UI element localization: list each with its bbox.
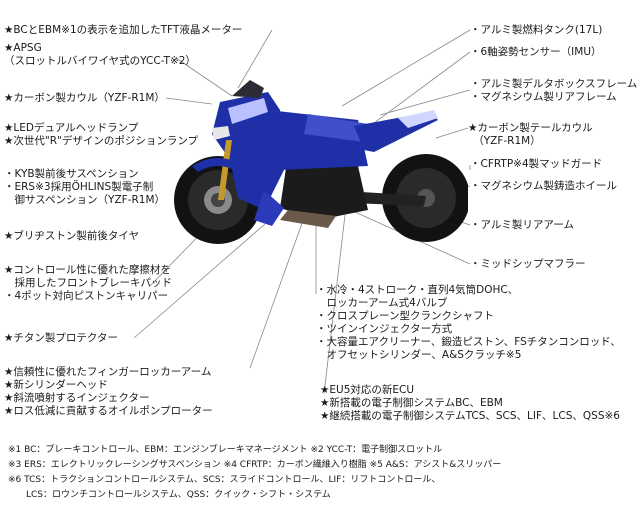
label-line: ★新シリンダーヘッド [4, 379, 108, 391]
label-line: ・KYB製前後サスペンション [4, 168, 139, 180]
label-line: ・マグネシウム製鋳造ホイール [470, 180, 617, 192]
label-line: ★カーボン製テールカウル [468, 122, 593, 134]
label-line: ★次世代"R"デザインのポジションランプ [4, 135, 199, 147]
footnote-2: ※3 ERS：エレクトリックレーシングサスペンション ※4 CFRTP：カーボン… [8, 460, 502, 470]
label-line: ★コントロール性に優れた摩擦材を [4, 264, 171, 276]
label-line: ・ERS※3採用ÖHLINS製電子制 [4, 181, 154, 193]
label-fuel-tank: ・アルミ製燃料タンク(17L) [470, 24, 602, 37]
label-line: ★EU5対応の新ECU [320, 384, 415, 396]
label-line: ★APSG [4, 42, 42, 54]
label-engine-left: ★信頼性に優れたフィンガーロッカーアーム ★新シリンダーヘッド ★斜流噴射するイ… [4, 366, 213, 418]
label-line: ・マグネシウム製リアフレーム [470, 91, 617, 103]
label-line: ★BCとEBM※1の表示を追加したTFT液晶メーター [4, 24, 243, 36]
footnote-3: ※6 TCS：トラクションコントロールシステム、SCS：スライドコントロール、L… [8, 475, 441, 485]
label-muffler: ・ミッドシップマフラー [470, 258, 586, 271]
label-line: ★カーボン製カウル（YZF-R1M） [4, 92, 165, 104]
label-tft-meter: ★BCとEBM※1の表示を追加したTFT液晶メーター [4, 24, 242, 37]
label-line: 採用したフロントブレーキパッド [4, 277, 172, 289]
label-tire: ★ブリヂストン製前後タイヤ [4, 230, 139, 243]
label-imu: ・6軸姿勢センサー（IMU） [470, 46, 602, 59]
label-cfrtp-mudguard: ・CFRTP※4製マッドガード [470, 158, 602, 171]
label-suspension: ・KYB製前後サスペンション ・ERS※3採用ÖHLINS製電子制 御サスペンシ… [4, 168, 165, 207]
label-line: ★チタン製プロテクター [4, 332, 118, 344]
label-line: 御サスペンション（YZF-R1M） [4, 194, 166, 206]
label-line: ・クロスプレーン型クランクシャフト [316, 310, 494, 322]
label-line: ・6軸姿勢センサー（IMU） [470, 46, 602, 58]
label-line: ・ツインインジェクター方式 [316, 323, 453, 335]
label-magnesium-wheel: ・マグネシウム製鋳造ホイール [470, 180, 617, 193]
label-line: ★継続搭載の電子制御システムTCS、SCS、LIF、LCS、QSS※6 [320, 410, 620, 422]
label-line: ★新搭載の電子制御システムBC、EBM [320, 397, 503, 409]
label-rear-arm: ・アルミ製リアアーム [470, 219, 574, 232]
label-line: ・大容量エアクリーナー、鍛造ピストン、FSチタンコンロッド、 [316, 336, 621, 348]
footnote-1: ※1 BC：ブレーキコントロール、EBM：エンジンブレーキマネージメント ※2 … [8, 445, 443, 455]
label-frame: ・アルミ製デルタボックスフレーム ・マグネシウム製リアフレーム [470, 78, 637, 104]
label-electronics: ★EU5対応の新ECU ★新搭載の電子制御システムBC、EBM ★継続搭載の電子… [320, 384, 620, 423]
label-engine-center: ・水冷・4ストローク・直列4気筒DOHC、 ロッカーアーム式4バルブ ・クロスプ… [316, 284, 621, 362]
label-line: ・ミッドシップマフラー [470, 258, 586, 270]
label-line: ★ブリヂストン製前後タイヤ [4, 230, 140, 242]
motorcycle-illustration [174, 80, 468, 244]
label-line: ・アルミ製リアアーム [470, 219, 574, 231]
label-tail-cowl: ★カーボン製テールカウル （YZF-R1M） [468, 122, 593, 148]
label-line: ・アルミ製燃料タンク(17L) [470, 24, 603, 36]
label-line: ★ロス低減に貢献するオイルポンプローター [4, 405, 213, 417]
label-line: ・4ポット対向ピストンキャリパー [4, 290, 169, 302]
label-line: ・水冷・4ストローク・直列4気筒DOHC、 [316, 284, 519, 296]
label-line: ロッカーアーム式4バルブ [316, 297, 448, 309]
label-line: オフセットシリンダー、A&Sクラッチ※5 [316, 349, 522, 361]
label-apsg: ★APSG （スロットルバイワイヤ式のYCC-T※2） [4, 42, 196, 68]
label-line: （YZF-R1M） [468, 135, 541, 147]
footnote-4: LCS：ロウンチコントロールシステム、QSS：クイック・シフト・システム [8, 490, 331, 500]
label-line: （スロットルバイワイヤ式のYCC-T※2） [4, 55, 196, 67]
label-line: ・アルミ製デルタボックスフレーム [470, 78, 638, 90]
label-led-headlamp: ★LEDデュアルヘッドランプ ★次世代"R"デザインのポジションランプ [4, 122, 198, 148]
label-brake: ★コントロール性に優れた摩擦材を 採用したフロントブレーキパッド ・4ポット対向… [4, 264, 172, 303]
label-line: ★信頼性に優れたフィンガーロッカーアーム [4, 366, 212, 378]
label-carbon-cowl: ★カーボン製カウル（YZF-R1M） [4, 92, 165, 105]
label-titanium-protector: ★チタン製プロテクター [4, 332, 118, 345]
label-line: ★斜流噴射するインジェクター [4, 392, 150, 404]
label-line: ・CFRTP※4製マッドガード [470, 158, 603, 170]
label-line: ★LEDデュアルヘッドランプ [4, 122, 139, 134]
